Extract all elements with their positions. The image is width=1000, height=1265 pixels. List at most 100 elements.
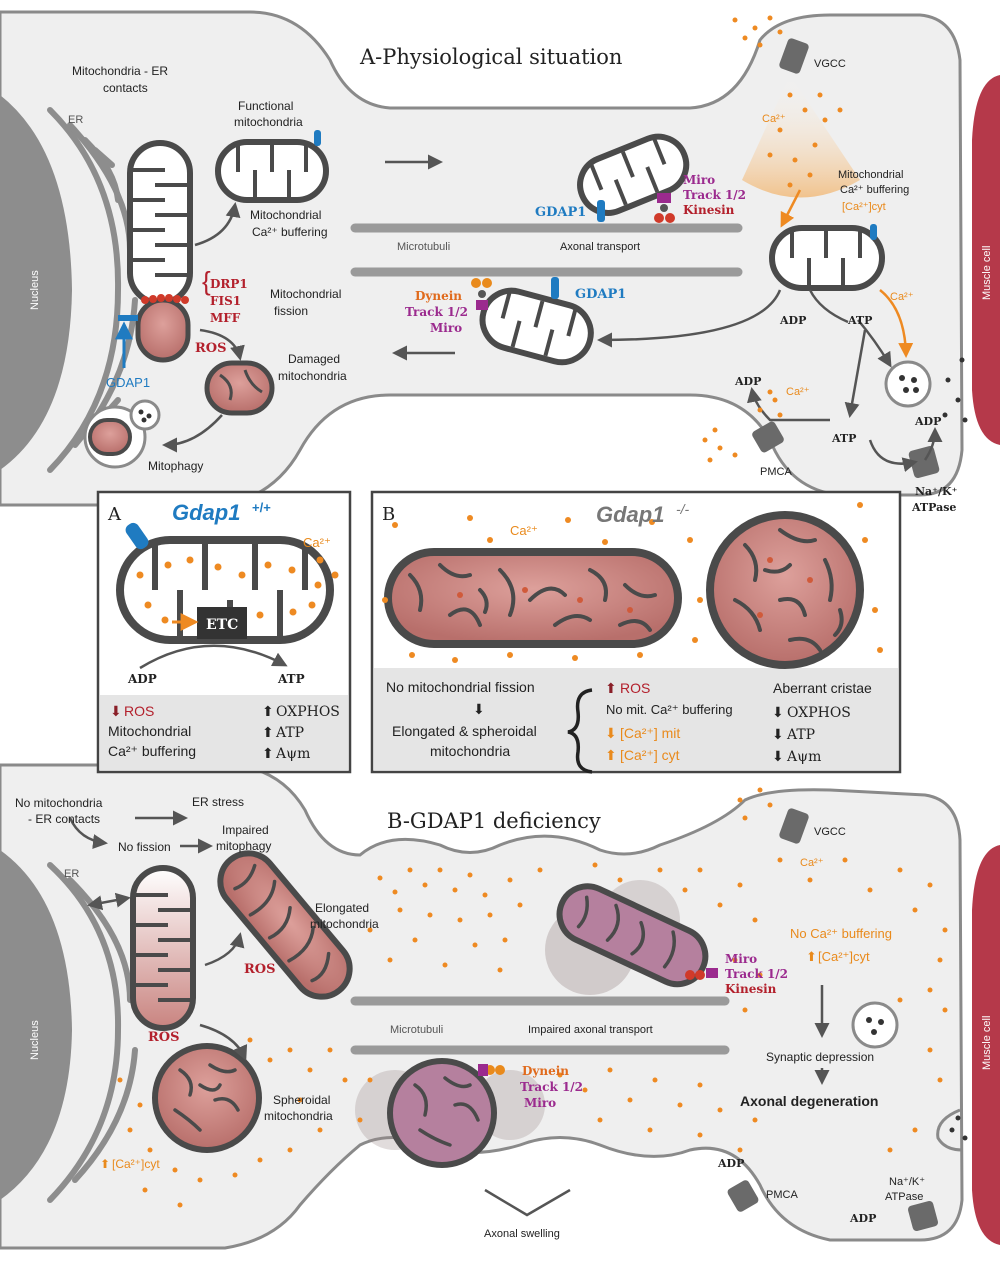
box-b-down-1: ⬇ [772, 704, 784, 720]
no-contacts-2: - ER contacts [28, 812, 100, 826]
panel-b-title: B-GDAP1 deficiency [387, 809, 601, 833]
contacts-label-2: contacts [103, 81, 148, 95]
nucleus-b [0, 850, 72, 1200]
functional-label-1: Functional [238, 99, 293, 113]
ca-cyt-up-arrow: ⬆ [806, 949, 817, 964]
box-b-genotype: -/- [676, 501, 690, 517]
buffering-label-2: Ca²⁺ buffering [252, 225, 328, 239]
box-b-elong-1: Elongated & spheroidal [392, 723, 537, 739]
dynein-label-b: Dynein [522, 1064, 569, 1078]
mitophagy-label: Mitophagy [148, 459, 203, 473]
dynein-label-a: Dynein [415, 289, 462, 303]
er-b [47, 862, 138, 1203]
miro-b-label-a: Miro [430, 321, 462, 335]
mff-label: MFF [210, 311, 241, 325]
panel-a-labels: A-Physiological situation Nucleus ER Mit… [29, 45, 993, 514]
box-b-ros: ROS [620, 680, 650, 696]
ca-cyt-label-b: [Ca²⁺]cyt [818, 949, 870, 964]
b-transport-mito-bottom [355, 1058, 545, 1168]
calcium-dots-b [117, 787, 948, 1208]
panel-b-content [68, 787, 968, 1232]
mito-buffer-label-2: Ca²⁺ buffering [840, 184, 909, 196]
er-stress-label: ER stress [192, 795, 244, 809]
no-fission-label: No fission [118, 840, 171, 854]
box-a-ros: ROS [124, 703, 154, 719]
elongated-label-2: mitochondria [310, 917, 379, 931]
contacts-label-1: Mitochondria - ER [72, 64, 168, 78]
b-transport-mito-top [545, 880, 718, 995]
retrograde-mitochondrion [479, 287, 594, 366]
muscle-label-b: Muscle cell [981, 1016, 993, 1070]
calcium-dots-a [702, 15, 843, 463]
box-a-up-3: ⬆ [262, 745, 274, 761]
impaired-mitophagy-2: mitophagy [216, 839, 271, 853]
box-a-mito-1: Mitochondrial [108, 723, 191, 739]
fis1-label: FIS1 [210, 294, 241, 308]
panel-a-content [83, 15, 968, 478]
nucleus-label-b: Nucleus [29, 1020, 41, 1060]
box-b-ca-mit: [Ca²⁺] mit [620, 725, 680, 741]
ca-c-label-a: Ca²⁺ [786, 386, 810, 398]
er-label-a: ER [68, 114, 83, 126]
adp1-label: ADP [779, 314, 806, 327]
box-b-ca-cyt: [Ca²⁺] cyt [620, 747, 680, 763]
ca-label-b: Ca²⁺ [800, 857, 824, 869]
nak-label-b-2: ATPase [885, 1191, 923, 1203]
box-a-mitochondrion [116, 522, 339, 644]
box-a-labels: A Gdap1 +/+ Ca²⁺ ETC ADP ATP ⬇ ROS Mitoc… [107, 500, 340, 762]
adp2-label: ADP [734, 375, 761, 388]
adp1-label-b: ADP [717, 1157, 744, 1170]
box-a-mito-2: Ca²⁺ buffering [108, 743, 196, 759]
pmca-pump-a [752, 421, 784, 453]
box-b-mit-arrow: ⬇ [605, 725, 617, 741]
elongated-label-1: Elongated [315, 901, 369, 915]
box-b-no-fission: No mitochondrial fission [386, 679, 535, 695]
muscle-cell-a [972, 75, 1000, 445]
axonal-transport-label: Axonal transport [560, 241, 640, 253]
box-b-spheroidal-mito [706, 511, 864, 669]
kinesin-complex-a [654, 193, 675, 223]
kinesin-label-a: Kinesin [683, 203, 735, 217]
box-b-ros-arrow: ⬆ [605, 680, 617, 696]
synaptic-mitochondrion-a [769, 224, 885, 291]
damaged-label-2: mitochondria [278, 369, 347, 383]
functional-mitochondrion [215, 130, 329, 203]
gdap1-label-bottom: GDAP1 [575, 287, 626, 302]
miro-b-label-b: Miro [524, 1096, 556, 1110]
ca-label-a: Ca²⁺ [762, 113, 786, 125]
nak-label-b-1: Na⁺/K⁺ [889, 1176, 925, 1188]
b-elongated-mitochondrion [217, 850, 353, 1000]
ca-cyt-label-a: [Ca²⁺]cyt [842, 201, 886, 213]
box-b-apsim: Aψm [786, 749, 821, 765]
brace [567, 688, 593, 774]
brace-a: { [202, 266, 211, 296]
box-b-no-buffer: No mit. Ca²⁺ buffering [606, 702, 733, 717]
box-a-ros-arrow: ⬇ [110, 703, 122, 719]
vgcc-channel-a [779, 38, 809, 74]
ros-label-b1: ROS [244, 962, 276, 977]
miro-label-b: Miro [725, 952, 757, 966]
box-b-ca: Ca²⁺ [510, 523, 538, 538]
pmca-label-a: PMCA [760, 466, 792, 478]
box-a-up-2: ⬆ [262, 724, 274, 740]
box-a-adp: ADP [127, 672, 157, 686]
no-buffering-label: No Ca²⁺ buffering [790, 926, 892, 941]
box-a-up-1: ⬆ [262, 703, 274, 719]
adp2-label-b: ADP [849, 1212, 876, 1225]
box-b-down-3: ⬇ [772, 748, 784, 764]
ca-b-label-a: Ca²⁺ [890, 291, 914, 303]
panel-b-labels: B-GDAP1 deficiency No mitochondria - ER … [15, 795, 993, 1240]
axonal-degeneration: Axonal degeneration [740, 1093, 878, 1109]
impaired-mitophagy-1: Impaired [222, 823, 269, 837]
box-a-gene: Gdap1 [172, 500, 240, 525]
box-b-oxphos: OXPHOS [787, 705, 851, 721]
dynein-complex-a [471, 278, 492, 310]
vgcc-label-b: VGCC [814, 826, 846, 838]
mitophagosome [83, 399, 161, 469]
drp1-label: DRP1 [210, 277, 248, 291]
adp3-label: ADP [914, 415, 941, 428]
functional-label-2: mitochondria [234, 115, 303, 129]
nucleus-a [0, 95, 72, 470]
fission-mitochondrion-top [127, 140, 193, 306]
damaged-label-1: Damaged [288, 352, 340, 366]
